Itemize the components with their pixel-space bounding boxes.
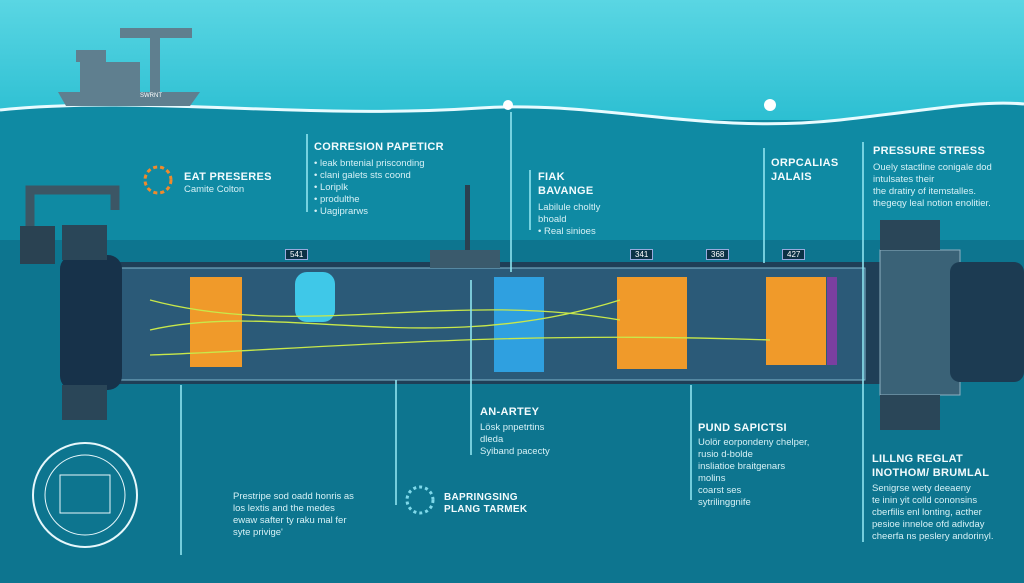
- callout-title: EAT PRESERES: [184, 171, 272, 183]
- list-item: Uagiprarws: [319, 206, 369, 217]
- callout-text: Lösk pnpetrtins: [480, 422, 545, 433]
- callout-text: te inin yit colld cononsins: [872, 495, 978, 506]
- wave-line: [0, 101, 1024, 126]
- callout-title: INOTHOM/ BRUMLAL: [872, 467, 990, 479]
- callout-text: coarst ses: [698, 485, 742, 496]
- callout-title: JALAIS: [771, 171, 812, 183]
- callout-text: insliatioe braitgenars: [698, 461, 786, 472]
- callout-text: ewaw safter ty raku mal fer: [233, 515, 347, 526]
- callout-lilling: LILLNG REGLAT INOTHOM/ BRUMLAL Senigrse …: [872, 452, 993, 543]
- callout-text: dleda: [480, 434, 504, 445]
- list-item: Loriplk: [319, 182, 348, 193]
- ship: [58, 28, 200, 106]
- callout-title: PUND SAPICTSI: [698, 422, 787, 434]
- tag: 368: [706, 249, 730, 260]
- callout-text: Camite Colton: [184, 184, 245, 195]
- callout-title: BAPRINGSING: [444, 492, 518, 503]
- callout-text: molins: [698, 473, 726, 484]
- callout-title: PLANG TARMEK: [444, 504, 528, 515]
- callout-title: BAVANGE: [538, 185, 594, 197]
- gauge-icon: [32, 442, 138, 548]
- divider: [862, 142, 864, 542]
- divider: [510, 112, 512, 272]
- tag: 341: [630, 249, 654, 260]
- callout-title: LILLNG REGLAT: [872, 453, 964, 465]
- tag: 541: [285, 249, 309, 260]
- callout-eat: EAT PRESERES Camite Colton: [184, 170, 272, 196]
- list-item: leak bntenial prisconding: [319, 158, 425, 169]
- callout-text: cberfilis enl lonting, acther: [872, 507, 982, 518]
- callout-title: PRESSURE STRESS: [873, 145, 986, 157]
- callout-title: AN-ARTEY: [480, 406, 540, 418]
- callout-text: sytrilinggnife: [698, 497, 751, 508]
- divider: [763, 148, 765, 263]
- divider: [395, 380, 397, 505]
- tag: 427: [782, 249, 806, 260]
- divider: [180, 385, 182, 555]
- callout-orpcalas: ORPCALIAS JALAIS: [771, 156, 838, 184]
- callout-text: cheerfa ns peslery andorinyl.: [872, 531, 994, 542]
- ship-label: SWRNT: [140, 93, 162, 99]
- callout-text: Labilule choltly: [538, 202, 601, 213]
- pipe-end-left: [60, 255, 122, 390]
- orange-gear-icon: [143, 165, 173, 195]
- callout-text: rusio d-bolde: [698, 449, 753, 460]
- divider: [306, 134, 308, 212]
- callout-text: thegeqy leal notion enolitier.: [873, 198, 991, 209]
- callout-text: syte privige': [233, 527, 283, 538]
- callout-text: pesioe inneloe ofd adivday: [872, 519, 985, 530]
- callout-bapringsing: BAPRINGSING PLANG TARMEK: [444, 492, 527, 516]
- callout-text: bhoald: [538, 214, 567, 225]
- callout-prestripe: Prestripe sod oadd honris as los lextis …: [233, 491, 354, 539]
- divider: [529, 170, 531, 230]
- callout-text: Ouely stactline conigale dod: [873, 162, 992, 173]
- callout-text: Senigrse wety deeaeny: [872, 483, 971, 494]
- callout-text: intulsates their: [873, 174, 935, 185]
- divider: [470, 280, 472, 455]
- list-item: produlthe: [319, 194, 360, 205]
- callout-pund: PUND SAPICTSI Uolör eorpondeny chelper, …: [698, 421, 809, 509]
- callout-anartey: AN-ARTEY Lösk pnpetrtins dleda Syiband p…: [480, 405, 550, 458]
- callout-text: los lextis and the medes: [233, 503, 335, 514]
- callout-title: ORPCALIAS: [771, 157, 839, 169]
- pipe-end-right: [879, 249, 961, 396]
- callout-text: • Real sinioes: [538, 226, 596, 237]
- callout-fiak: FIAK BAVANGE Labilule choltly bhoald • R…: [538, 170, 600, 238]
- callout-text: Prestripe sod oadd honris as: [233, 491, 354, 502]
- callout-text: the dratiry of itemstalles.: [873, 186, 976, 197]
- callout-title: FIAK: [538, 171, 565, 183]
- list-item: clani galets sts coond: [319, 170, 411, 181]
- cloud-icon: [405, 485, 435, 515]
- callout-text: Syiband pacecty: [480, 446, 550, 457]
- callout-corrosion: CORRESION PAPETICR • leak bntenial prisc…: [314, 141, 444, 217]
- divider: [690, 385, 692, 500]
- callout-pressure: PRESSURE STRESS Ouely stactline conigale…: [873, 144, 992, 210]
- callout-title: CORRESION PAPETICR: [314, 141, 444, 153]
- callout-text: Uolör eorpondeny chelper,: [698, 437, 810, 448]
